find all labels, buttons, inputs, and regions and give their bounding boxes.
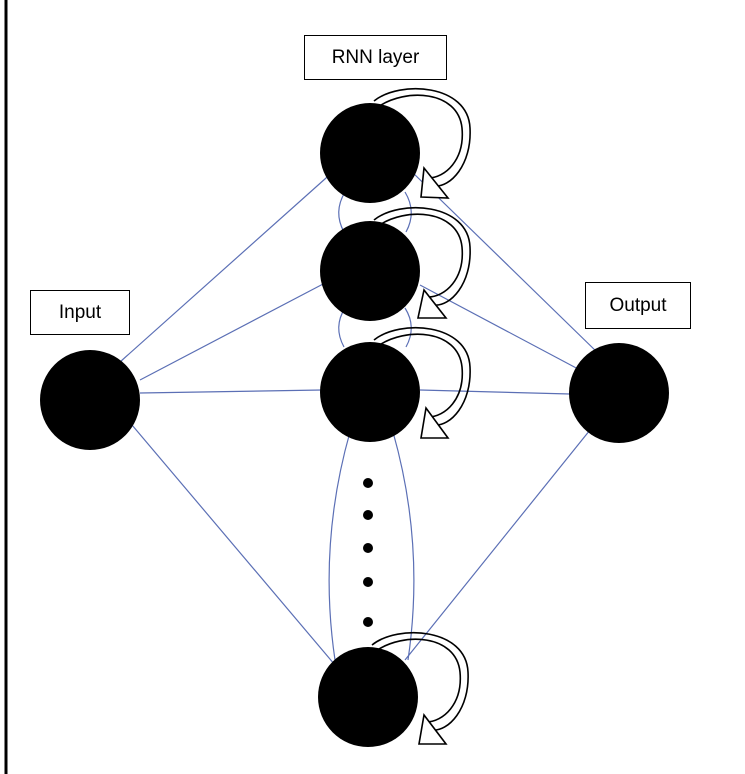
edge-h3-output [419, 389, 571, 395]
arrowhead [418, 713, 448, 745]
ellipsis-dot [363, 617, 373, 627]
output-label: Output [585, 282, 691, 329]
arrowhead [417, 288, 448, 319]
edge-input-h1 [119, 169, 336, 363]
edge-h1-h2-right [404, 191, 412, 233]
input-label: Input [30, 290, 130, 335]
ellipsis-dot [363, 543, 373, 553]
input-node [40, 350, 140, 450]
rnn-node-3 [320, 342, 420, 442]
rnn-layer-label: RNN layer [304, 35, 447, 80]
ellipsis-dot [363, 510, 373, 520]
edge-input-h3 [139, 389, 323, 394]
edge-input-h2 [139, 282, 326, 381]
edge-input-hn [131, 424, 336, 666]
arrowhead [420, 405, 450, 439]
input-edges [119, 169, 336, 666]
ellipsis-dot [363, 478, 373, 488]
rnn-node-1 [320, 103, 420, 203]
self-loop-3 [373, 326, 471, 439]
edge-h3-hn-left [328, 431, 351, 661]
edge-h2-output [419, 284, 581, 371]
arrowhead [420, 165, 450, 199]
ellipsis-dot [363, 577, 373, 587]
self-loop-n [371, 631, 469, 745]
rnn-node-n [318, 647, 418, 747]
output-edges [404, 169, 601, 661]
self-loop-2 [373, 206, 471, 319]
rnn-node-2 [320, 221, 420, 321]
edge-h3-hn-right [392, 431, 415, 661]
edge-h1-output [409, 169, 601, 356]
output-node [569, 343, 669, 443]
self-loop-1 [373, 87, 471, 199]
edge-h2-h3-left [338, 307, 346, 348]
ellipsis-dots [363, 478, 373, 627]
edge-h1-h2-left [338, 191, 346, 233]
edge-hn-output [404, 429, 591, 661]
